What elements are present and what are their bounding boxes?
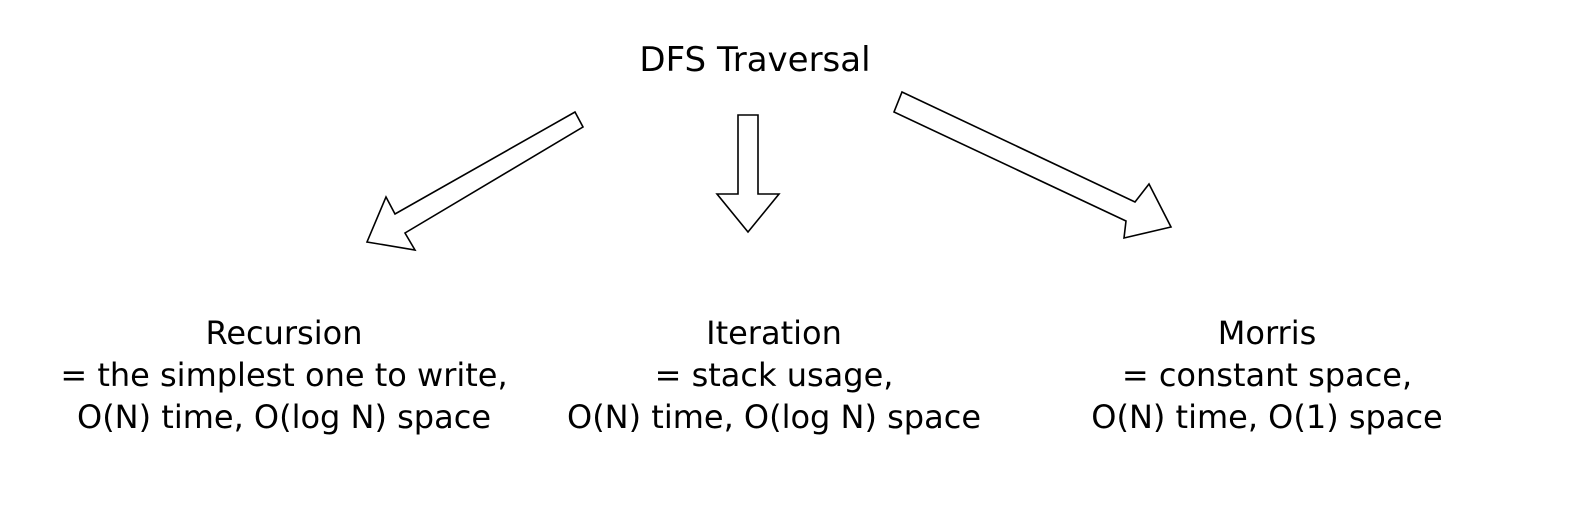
- node-iteration-line-2: O(N) time, O(log N) space: [567, 398, 981, 436]
- node-recursion: Recursion = the simplest one to write, O…: [44, 312, 524, 438]
- diagram-title: DFS Traversal: [639, 40, 871, 80]
- node-recursion-line-2: O(N) time, O(log N) space: [77, 398, 491, 436]
- node-iteration-line-1: = stack usage,: [654, 356, 894, 394]
- node-morris-title: Morris: [1217, 314, 1317, 352]
- arrow-to-recursion: [365, 110, 585, 252]
- node-recursion-line-1: = the simplest one to write,: [60, 356, 508, 394]
- node-recursion-title: Recursion: [205, 314, 363, 352]
- node-iteration-title: Iteration: [706, 314, 842, 352]
- node-iteration: Iteration = stack usage, O(N) time, O(lo…: [534, 312, 1014, 438]
- arrow-to-iteration: [715, 114, 781, 234]
- node-morris-line-2: O(N) time, O(1) space: [1091, 398, 1443, 436]
- node-morris-line-1: = constant space,: [1121, 356, 1413, 394]
- node-morris: Morris = constant space, O(N) time, O(1)…: [1027, 312, 1507, 438]
- arrow-to-morris: [892, 90, 1173, 240]
